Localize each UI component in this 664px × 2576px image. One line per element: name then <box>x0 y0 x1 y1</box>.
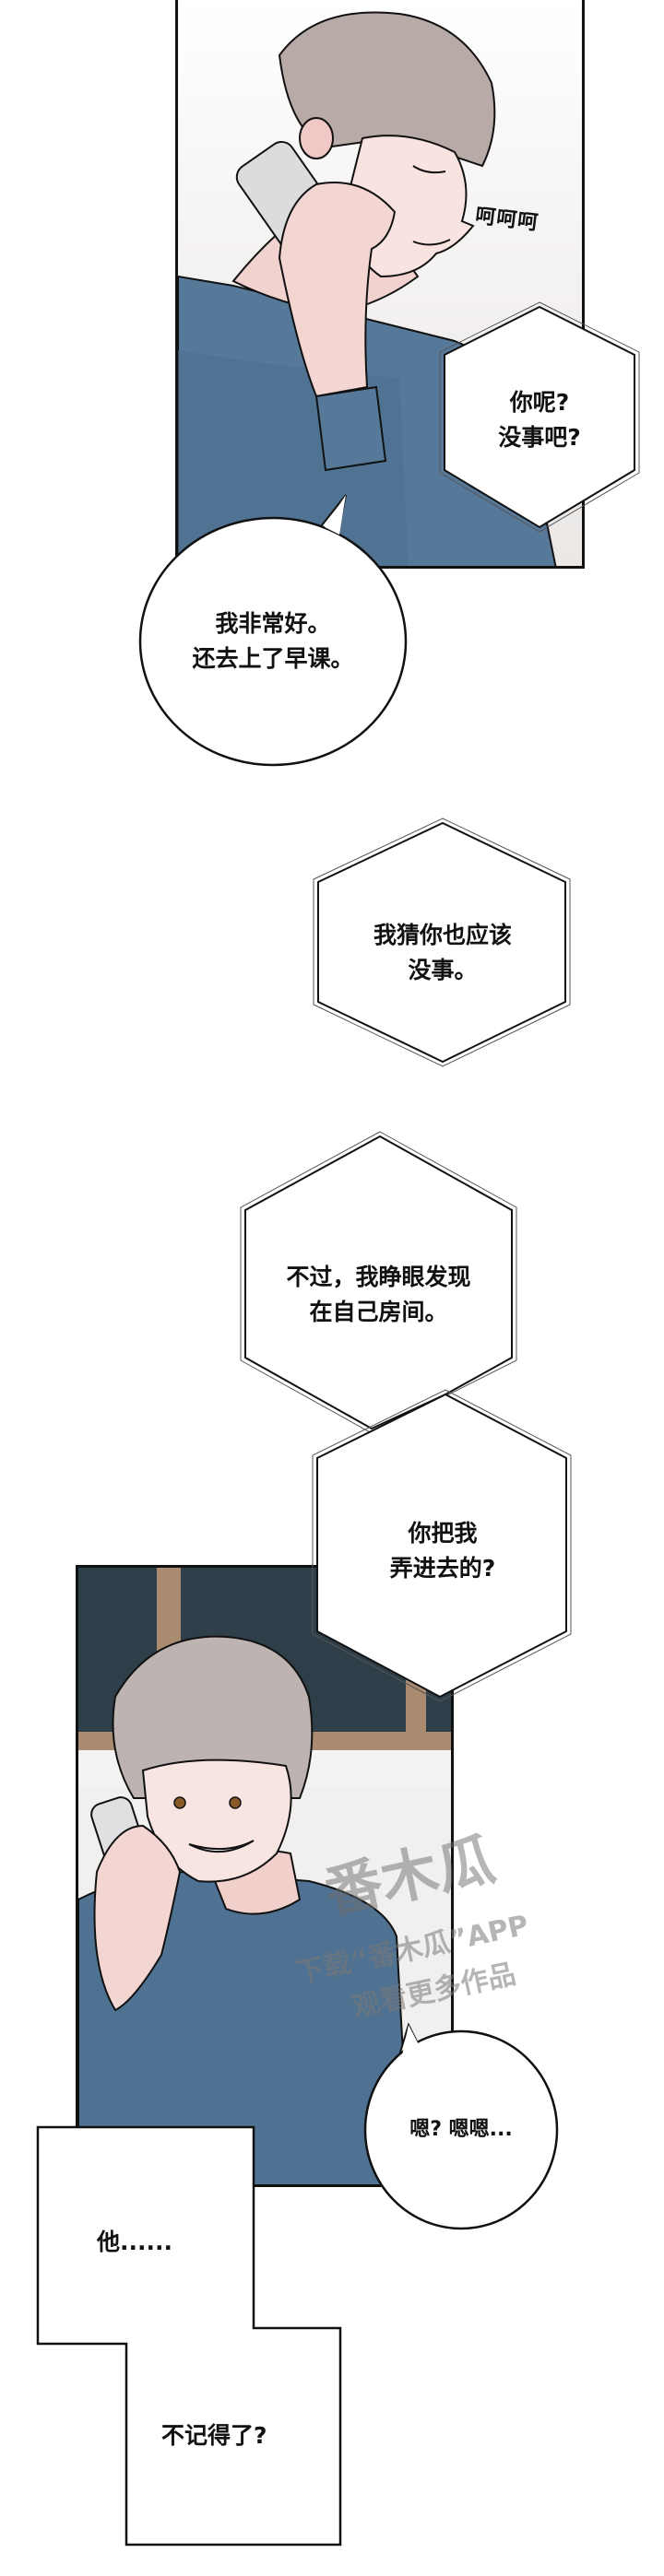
panel-1 <box>175 0 585 569</box>
round-bubble-2-shape <box>363 2022 559 2230</box>
bubble-line: 我猜你也应该 <box>373 922 512 948</box>
hex-bubble-1: 你呢? 没事吧? <box>461 385 618 455</box>
stepped-box-shape <box>36 2125 342 2547</box>
bubble-line: 在自己房间。 <box>309 1299 448 1325</box>
narration-line-2: 不记得了? <box>161 2422 267 2449</box>
round-bubble-1-shape <box>138 494 408 767</box>
bubble-line: 弄进去的? <box>389 1555 496 1582</box>
bubble-line: 没事。 <box>408 957 478 983</box>
hex-bubble-1-shape <box>439 301 640 533</box>
bubble-line: 嗯? 嗯嗯... <box>409 2118 513 2141</box>
hex-bubble-3: 不过，我睁眼发现 在自己房间。 <box>247 1260 510 1330</box>
bubble-line: 还去上了早课。 <box>192 645 354 672</box>
bubble-line: 没事吧? <box>498 424 581 451</box>
hex-bubble-2: 我猜你也应该 没事。 <box>341 918 544 988</box>
round-bubble-1: 我非常好。 还去上了早课。 <box>172 606 374 676</box>
bubble-line: 我非常好。 <box>215 610 331 637</box>
hex-bubble-4-shape <box>312 1389 572 1702</box>
panel-2-illustration <box>78 1568 451 2184</box>
hex-bubble-2-shape <box>313 817 571 1067</box>
bubble-line: 你呢? <box>509 389 570 416</box>
panel-1-illustration <box>178 11 557 566</box>
bubble-line: 不过，我睁眼发现 <box>286 1264 471 1290</box>
round-bubble-2: 嗯? 嗯嗯... <box>374 2112 549 2147</box>
bubble-line: 你把我 <box>408 1520 478 1547</box>
narration-line-1: 他...... <box>97 2229 172 2255</box>
hex-bubble-4: 你把我 弄进去的? <box>350 1516 535 1586</box>
